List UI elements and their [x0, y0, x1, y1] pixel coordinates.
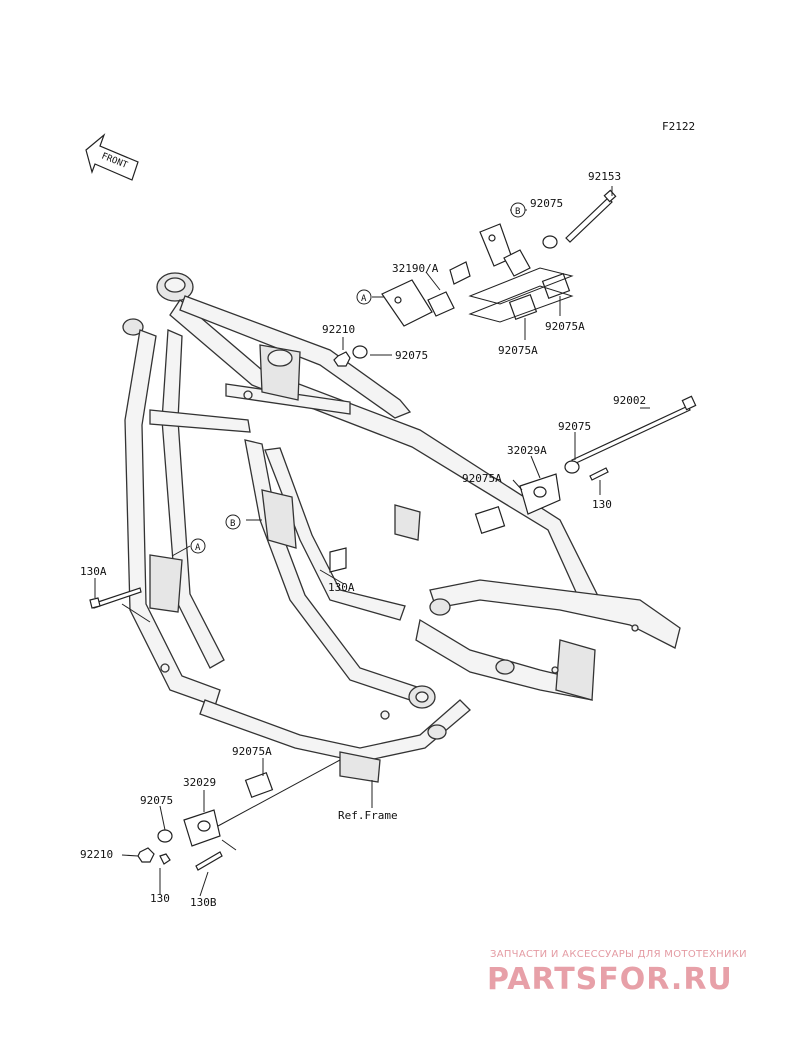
label-130-right: 130 — [592, 498, 612, 511]
label-92075a-bottom: 92075A — [232, 745, 272, 758]
marker-b-top: B — [510, 202, 526, 218]
svg-text:A: A — [195, 543, 201, 553]
figure-code: F2122 — [662, 120, 695, 133]
label-130b: 130B — [190, 896, 217, 909]
label-92075-bottom: 92075 — [140, 794, 173, 807]
label-32190a: 32190/A — [392, 262, 439, 275]
label-92153: 92153 — [588, 170, 621, 183]
label-92075-top: 92075 — [530, 197, 563, 210]
label-130a-middle: 130A — [328, 581, 355, 594]
motorcycle-frame — [122, 272, 681, 783]
label-92075-rear: 92075 — [558, 420, 591, 433]
watermark-brand: PARTSFOR.RU — [487, 962, 733, 997]
label-92075a-left: 92075A — [498, 344, 538, 357]
label-92075-mid: 92075 — [395, 349, 428, 362]
label-32029a: 32029A — [507, 444, 547, 457]
label-92002: 92002 — [613, 394, 646, 407]
label-92075a-mid: 92075A — [462, 472, 502, 485]
label-92075a-right: 92075A — [545, 320, 585, 333]
marker-a-left: A — [190, 538, 206, 554]
marker-b-left: B — [225, 514, 241, 530]
label-130-bottom: 130 — [150, 892, 170, 905]
front-arrow-icon: FRONT — [85, 133, 139, 181]
svg-text:B: B — [515, 207, 520, 217]
label-92210-bottom: 92210 — [80, 848, 113, 861]
front-lower-engine-mount — [121, 758, 373, 897]
rear-engine-mount — [474, 395, 697, 534]
ref-frame-label: Ref.Frame — [338, 809, 398, 822]
svg-text:A: A — [361, 294, 367, 304]
label-92210-top: 92210 — [322, 323, 355, 336]
watermark-tagline: ЗАПЧАСТИ И АКСЕССУАРЫ ДЛЯ МОТОТЕХНИКИ — [490, 949, 747, 960]
svg-text:B: B — [230, 519, 235, 529]
marker-a-top: A — [356, 289, 372, 305]
upper-engine-mount — [333, 186, 617, 367]
label-32029: 32029 — [183, 776, 216, 789]
label-130a-left: 130A — [80, 565, 107, 578]
left-mount-bolts — [89, 519, 347, 623]
